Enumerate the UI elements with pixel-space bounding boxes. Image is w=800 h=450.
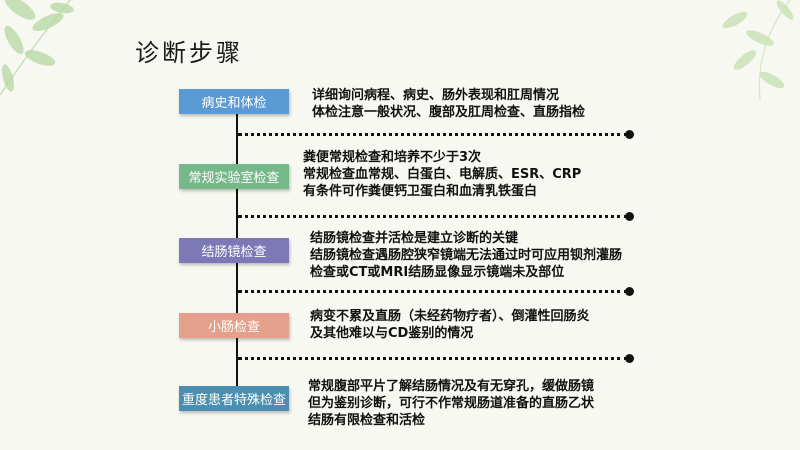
page-title: 诊断步骤 [135, 39, 243, 67]
desc-line: 体检注意一般状况、腹部及肛周检查、直肠指检 [312, 105, 586, 120]
desc-line: 结肠镜检查遇肠腔狭窄镜端无法通过时可应用钡剂灌肠 [310, 248, 623, 263]
divider-dotted-2 [238, 215, 628, 218]
divider-dot-1 [625, 130, 634, 139]
desc-line: 有条件可作粪便钙卫蛋白和血清乳铁蛋白 [303, 184, 538, 199]
desc-line: 检查或CT或MRI结肠显像显示镜端未及部位 [310, 265, 565, 280]
step-routine-lab: 常规实验室检查 [179, 164, 289, 189]
divider-dot-3 [625, 287, 634, 296]
desc-line: 常规腹部平片了解结肠情况及有无穿孔，缓做肠镜 [308, 379, 595, 394]
step-small-bowel: 小肠检查 [179, 313, 289, 338]
step-colonoscopy: 结肠镜检查 [179, 238, 289, 263]
desc-line: 但为鉴别诊断，可行不作常规肠道准备的直肠乙状 [308, 396, 595, 411]
desc-line: 详细询问病程、病史、肠外表现和肛周情况 [312, 88, 560, 103]
divider-dotted-4 [238, 357, 628, 360]
desc-line: 粪便常规检查和培养不少于3次 [303, 150, 482, 165]
desc-small-bowel: 病变不累及直肠（未经药物疗者）、倒灌性回肠炎 及其他难以与CD鉴别的情况 [310, 308, 590, 342]
divider-dot-2 [625, 212, 634, 221]
desc-line: 及其他难以与CD鉴别的情况 [310, 326, 474, 341]
desc-line: 结肠镜检查并活检是建立诊断的关键 [310, 231, 519, 246]
desc-line: 常规检查血常规、白蛋白、电解质、ESR、CRP [303, 167, 582, 182]
desc-severe-special: 常规腹部平片了解结肠情况及有无穿孔，缓做肠镜 但为鉴别诊断，可行不作常规肠道准备… [308, 378, 594, 429]
step-history-exam: 病史和体检 [179, 89, 289, 114]
divider-dot-4 [625, 354, 634, 363]
divider-dotted-3 [238, 290, 628, 293]
desc-history-exam: 详细询问病程、病史、肠外表现和肛周情况 体检注意一般状况、腹部及肛周检查、直肠指… [312, 87, 585, 121]
step-severe-special: 重度患者特殊检查 [179, 386, 289, 411]
desc-colonoscopy: 结肠镜检查并活检是建立诊断的关键 结肠镜检查遇肠腔狭窄镜端无法通过时可应用钡剂灌… [310, 230, 622, 281]
divider-dotted-1 [238, 133, 628, 136]
desc-routine-lab: 粪便常规检查和培养不少于3次 常规检查血常规、白蛋白、电解质、ESR、CRP 有… [303, 149, 581, 200]
desc-line: 病变不累及直肠（未经药物疗者）、倒灌性回肠炎 [310, 309, 590, 324]
desc-line: 结肠有限检查和活检 [308, 413, 426, 428]
